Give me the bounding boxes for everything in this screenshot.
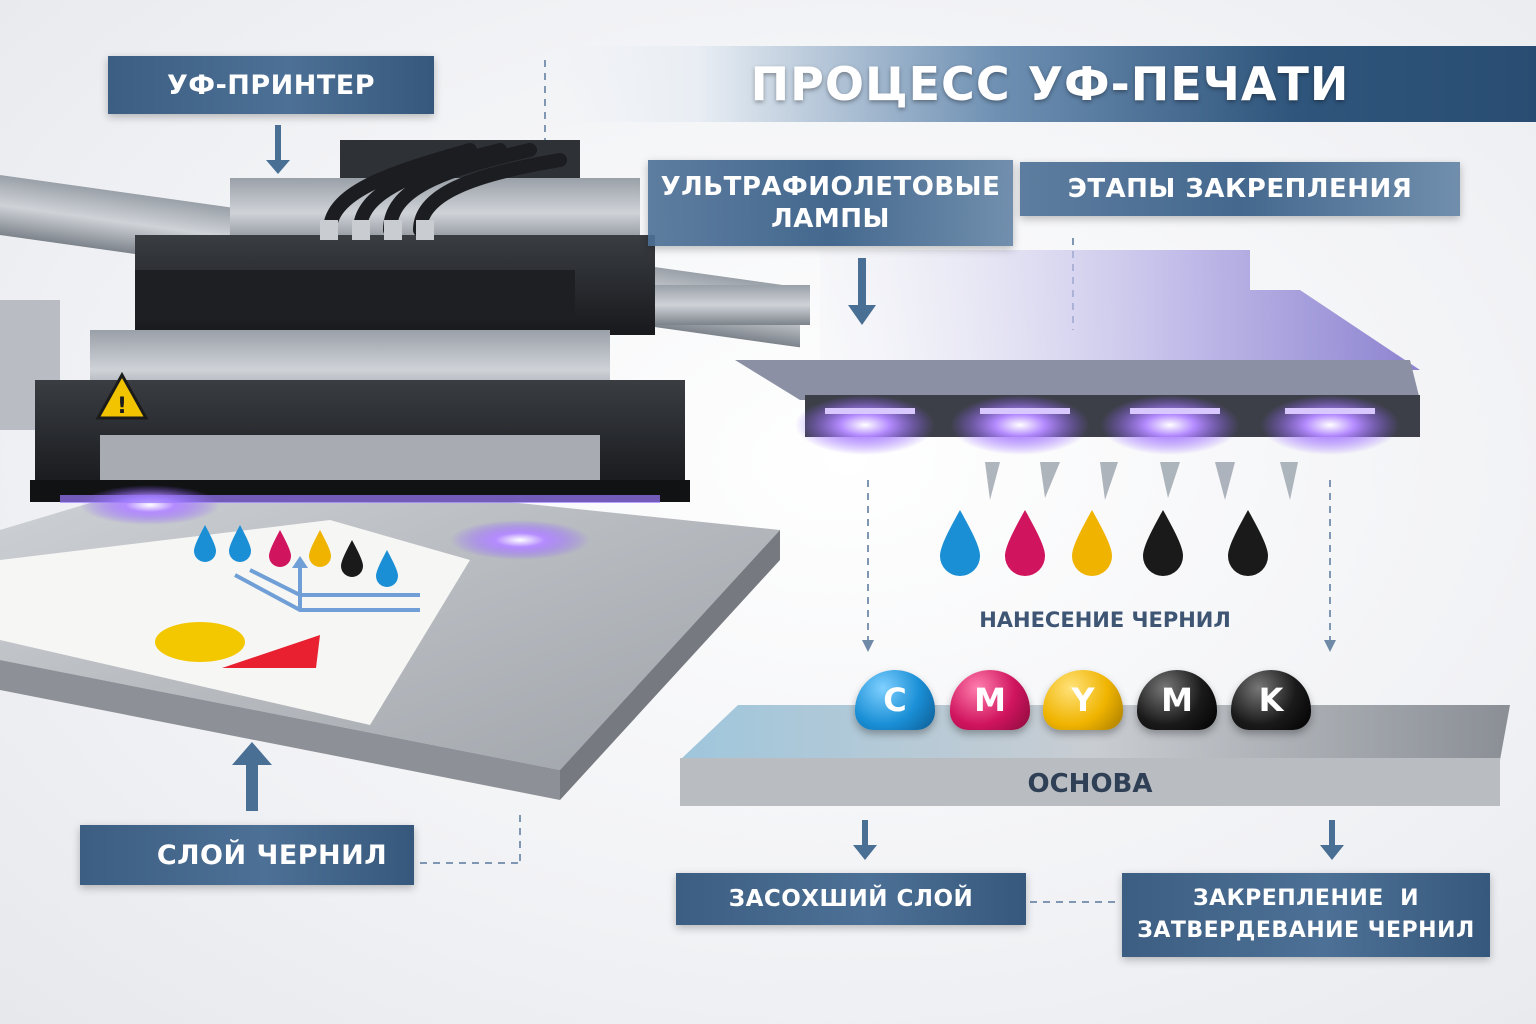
curing-beam bbox=[735, 250, 1420, 455]
label-uv-lamps-text: УЛЬТРАФИОЛЕТОВЫЕ ЛАМПЫ bbox=[660, 171, 1001, 235]
printed-yellow-circle bbox=[155, 622, 245, 662]
label-dried-layer: ЗАСОХШИЙ СЛОЙ bbox=[676, 873, 1026, 925]
cmyk-drop-key: K bbox=[1231, 670, 1311, 730]
label-substrate: ОСНОВА bbox=[1027, 769, 1153, 799]
label-uv-printer: УФ-ПРИНТЕР bbox=[108, 56, 434, 114]
cmyk-drops: C M Y M K bbox=[855, 670, 1335, 730]
arrow-up-icon bbox=[232, 742, 272, 811]
label-ink-layer: СЛОЙ ЧЕРНИЛ bbox=[80, 825, 414, 885]
cmyk-drop-magenta: M bbox=[950, 670, 1030, 730]
ink-drops-right bbox=[940, 510, 1268, 576]
label-uv-lamps: УЛЬТРАФИОЛЕТОВЫЕ ЛАМПЫ bbox=[648, 160, 1013, 246]
cmyk-drop-yellow: Y bbox=[1043, 670, 1123, 730]
cmyk-letter: M bbox=[974, 681, 1006, 719]
label-ink-application: НАНЕСЕНИЕ ЧЕРНИЛ bbox=[979, 608, 1231, 632]
arrow-down-icon bbox=[1320, 820, 1344, 860]
cmyk-letter: K bbox=[1258, 681, 1284, 719]
cmyk-letter: C bbox=[883, 681, 907, 719]
label-curing-stages: ЭТАПЫ ЗАКРЕПЛЕНИЯ bbox=[1020, 162, 1460, 216]
ink-flow-arrows bbox=[234, 556, 420, 612]
cmyk-drop-black: M bbox=[1137, 670, 1217, 730]
arrow-down-icon bbox=[848, 258, 876, 325]
arrow-down-icon bbox=[862, 640, 1336, 652]
page-title: ПРОЦЕСС УФ-ПЕЧАТИ bbox=[560, 46, 1536, 122]
uv-rays bbox=[985, 462, 1298, 500]
printer-head bbox=[30, 140, 690, 560]
arrow-down-icon bbox=[266, 125, 290, 174]
cmyk-letter: M bbox=[1161, 681, 1193, 719]
ink-drops-left bbox=[194, 525, 398, 587]
cmyk-letter: Y bbox=[1071, 681, 1095, 719]
label-ink-layer-text: СЛОЙ ЧЕРНИЛ bbox=[156, 839, 388, 871]
cmyk-drop-cyan: C bbox=[855, 670, 935, 730]
svg-text:!: ! bbox=[117, 394, 127, 419]
arrow-down-icon bbox=[853, 820, 877, 860]
label-fixing-curing: ЗАКРЕПЛЕНИЕ И ЗАТВЕРДЕВАНИЕ ЧЕРНИЛ bbox=[1122, 873, 1490, 957]
label-fixing-line1: ЗАКРЕПЛЕНИЕ И bbox=[1192, 886, 1420, 912]
warning-icon: ! bbox=[95, 371, 149, 420]
printed-red-triangle bbox=[222, 635, 320, 668]
label-fixing-line2: ЗАТВЕРДЕВАНИЕ ЧЕРНИЛ bbox=[1137, 918, 1475, 943]
